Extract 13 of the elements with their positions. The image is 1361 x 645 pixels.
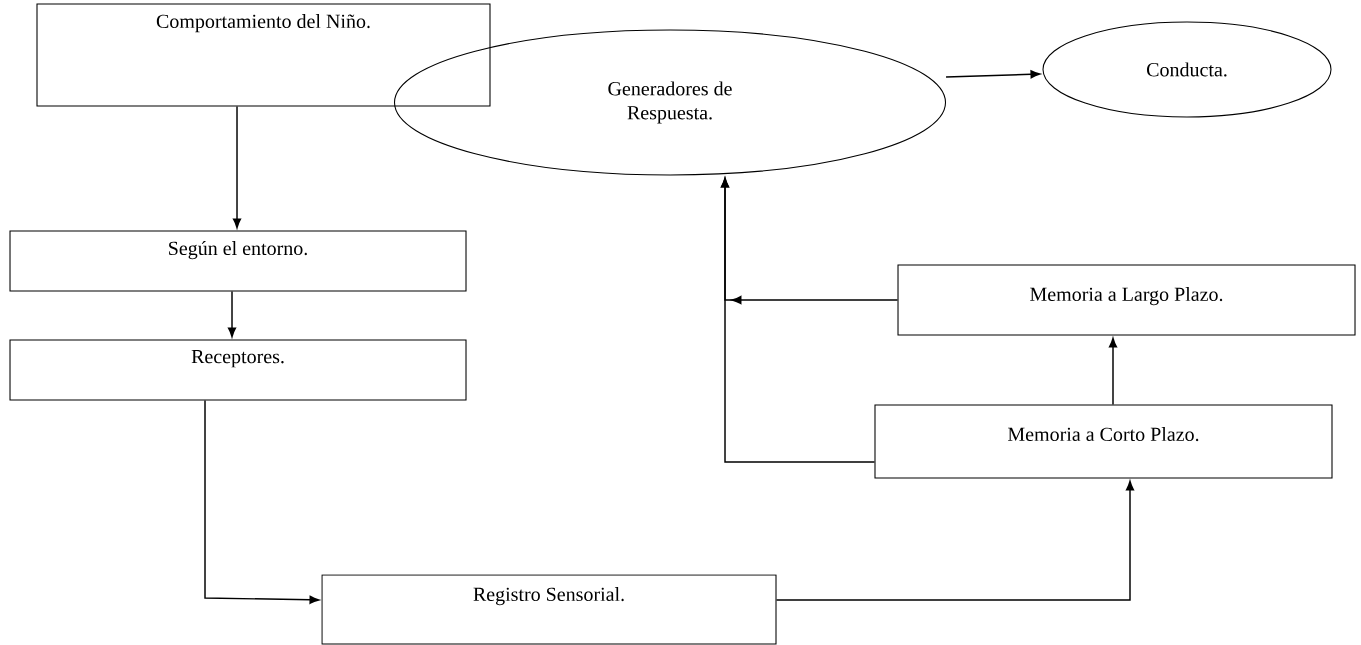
process-box: Memoria a Corto Plazo. bbox=[874, 404, 1333, 479]
arrow bbox=[720, 177, 876, 463]
process-box: Memoria a Largo Plazo. bbox=[897, 264, 1356, 336]
process-box: Registro Sensorial. bbox=[321, 574, 777, 645]
arrow bbox=[227, 290, 237, 338]
arrow bbox=[775, 480, 1135, 601]
arrow bbox=[232, 105, 242, 229]
arrow bbox=[1108, 337, 1118, 406]
process-box: Comportamiento del Niño. bbox=[36, 3, 491, 107]
arrow bbox=[204, 399, 320, 604]
process-box: Receptores. bbox=[9, 339, 467, 401]
process-box: Según el entorno. bbox=[9, 230, 467, 292]
arrow bbox=[945, 70, 1041, 79]
